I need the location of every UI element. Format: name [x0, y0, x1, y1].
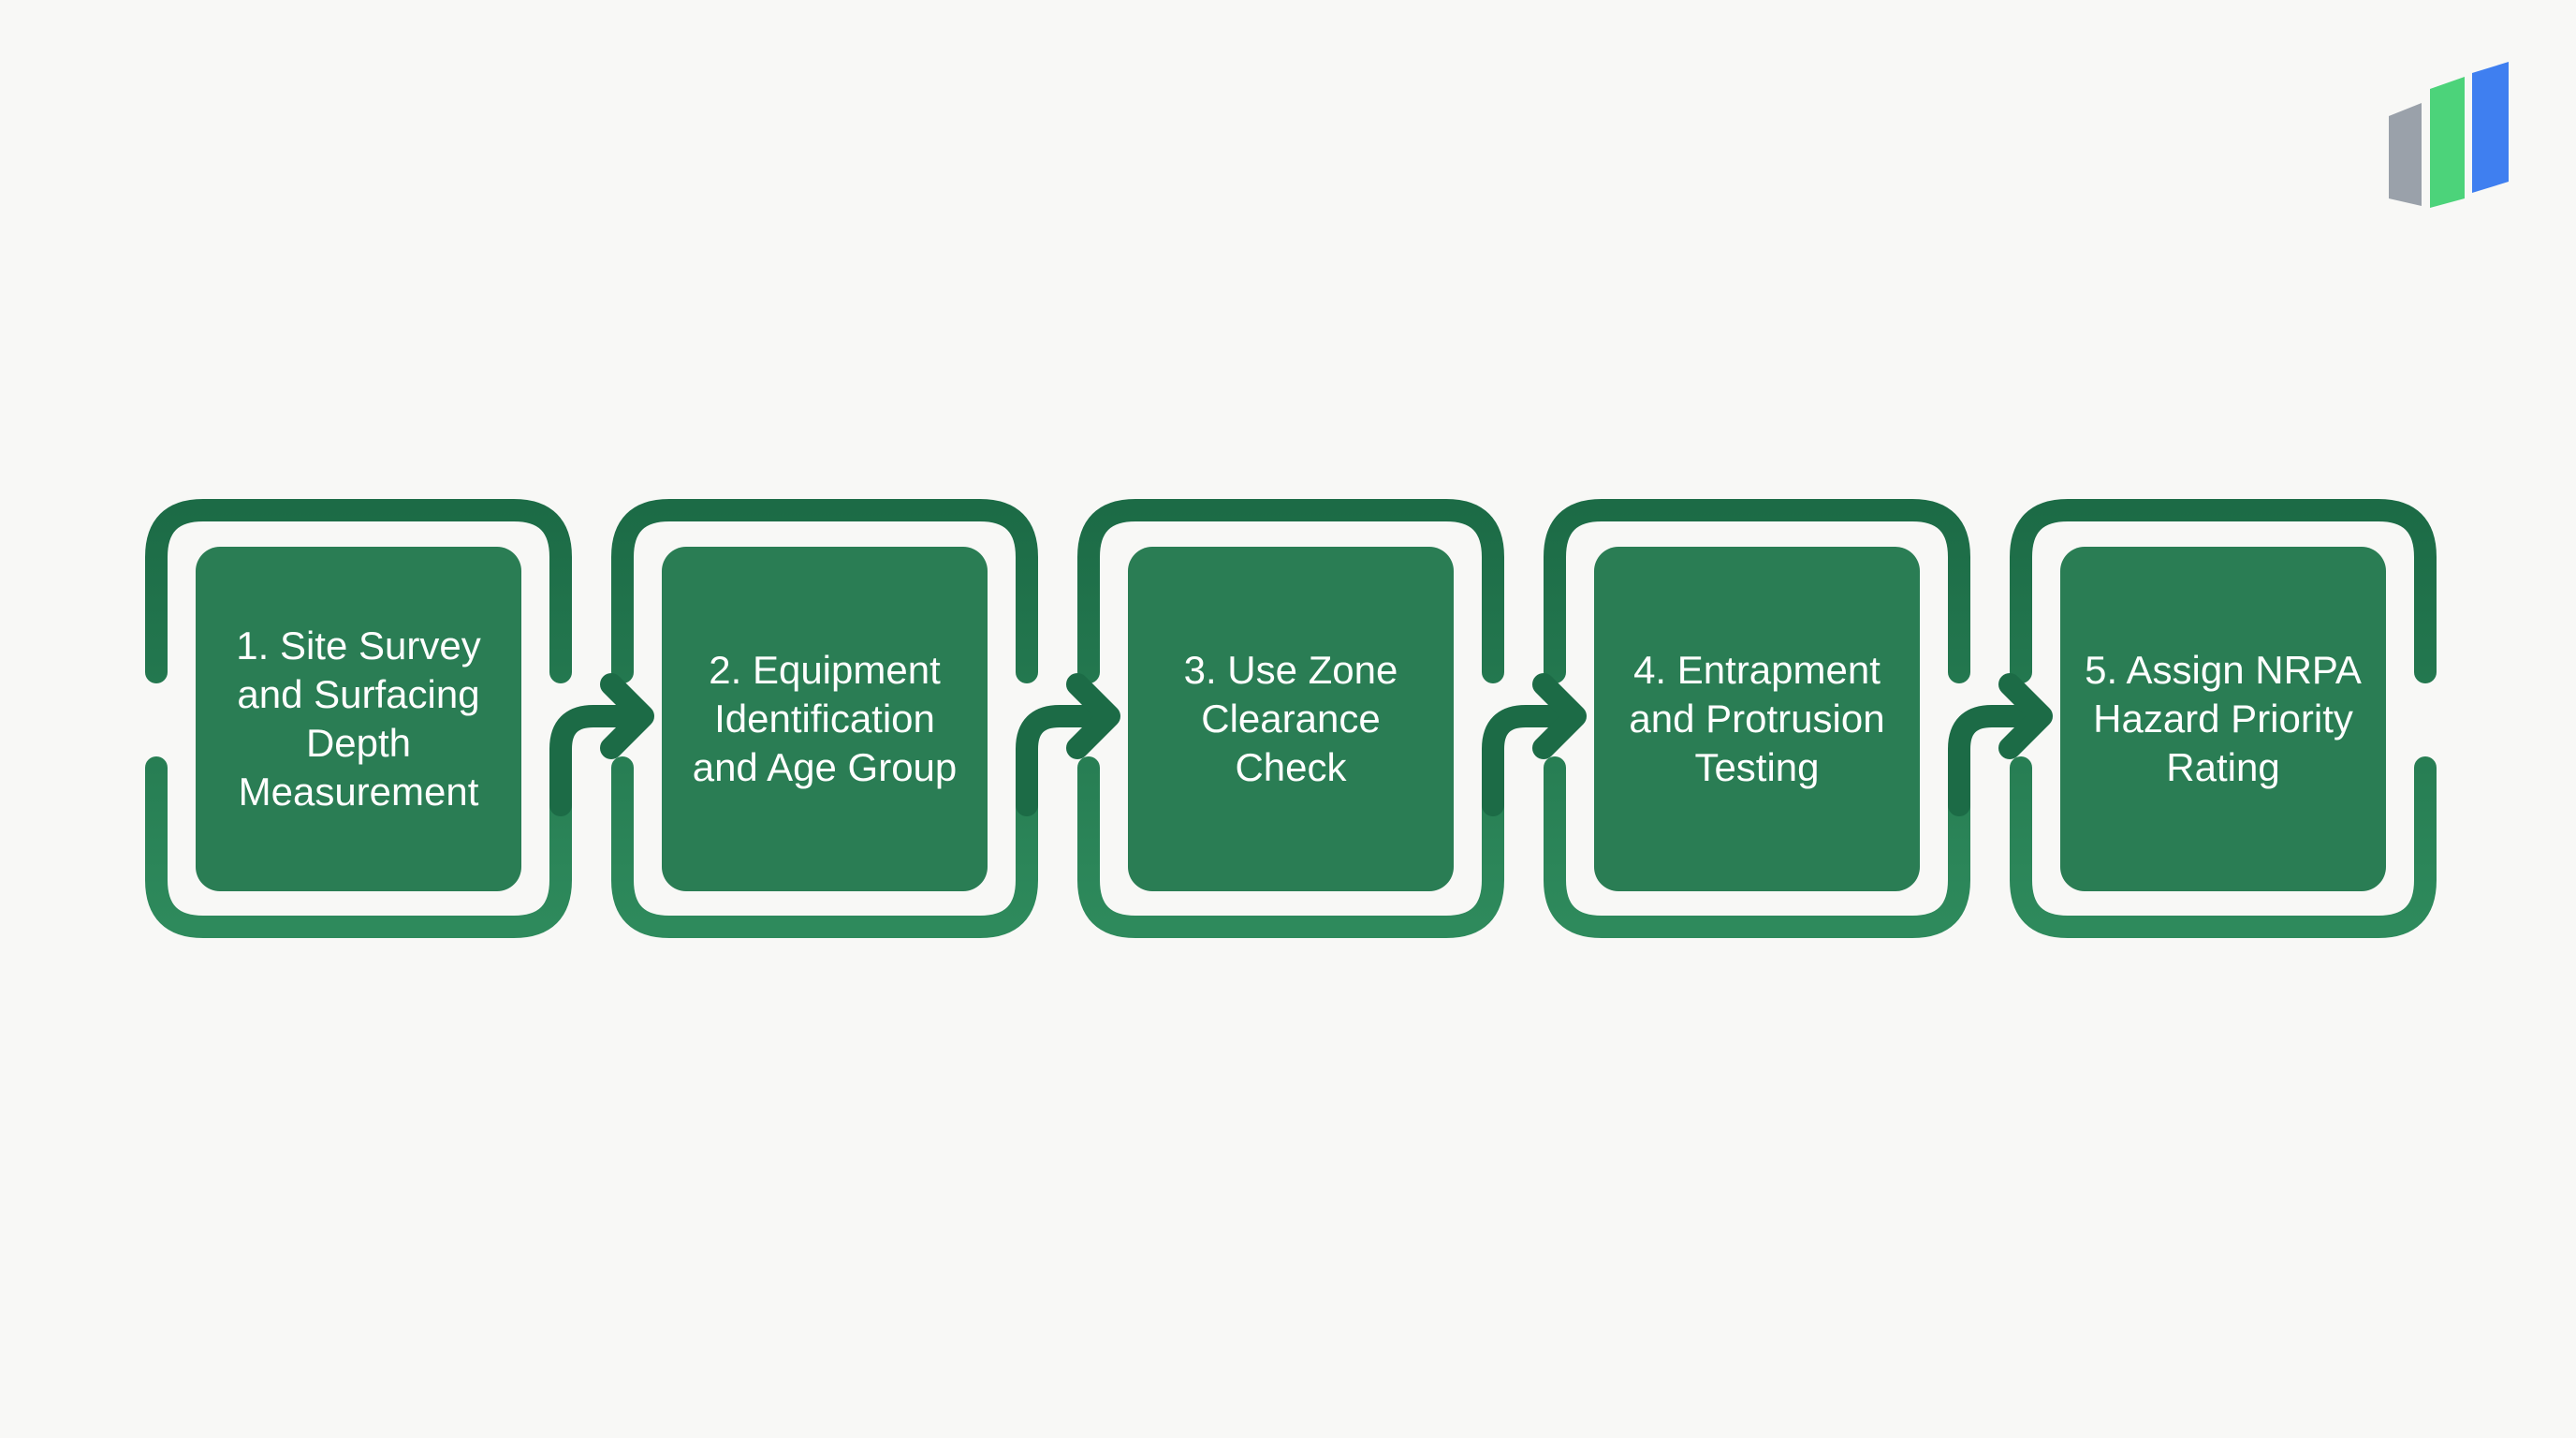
- step-3-frame: [1077, 499, 1504, 938]
- arrow-right-icon: [1016, 705, 1113, 816]
- connectors-layer: [549, 673, 2053, 816]
- arrow-right-icon: [1482, 705, 1579, 816]
- arrowhead-icon: [1066, 673, 1120, 759]
- step-2-box: [662, 547, 988, 891]
- step-5-box: [2060, 547, 2386, 891]
- step-4-box: [1594, 547, 1920, 891]
- arrow-right-icon: [1948, 705, 2045, 816]
- arrowhead-icon: [1998, 673, 2053, 759]
- arrow-right-icon: [549, 705, 647, 816]
- step-5-frame: [2010, 499, 2437, 938]
- logo-bar-blue: [2472, 62, 2509, 193]
- step-4-frame: [1544, 499, 1970, 938]
- logo-bar-gray: [2389, 103, 2422, 206]
- step-1-box: [196, 547, 521, 891]
- step-2-frame: [611, 499, 1038, 938]
- bar-chart-logo-icon: [2389, 62, 2509, 208]
- steps-layer: [145, 499, 2437, 938]
- step-1-frame: [145, 499, 572, 938]
- arrowhead-icon: [600, 673, 654, 759]
- step-3-box: [1128, 547, 1454, 891]
- logo-bar-green: [2430, 77, 2465, 208]
- arrowhead-icon: [1532, 673, 1587, 759]
